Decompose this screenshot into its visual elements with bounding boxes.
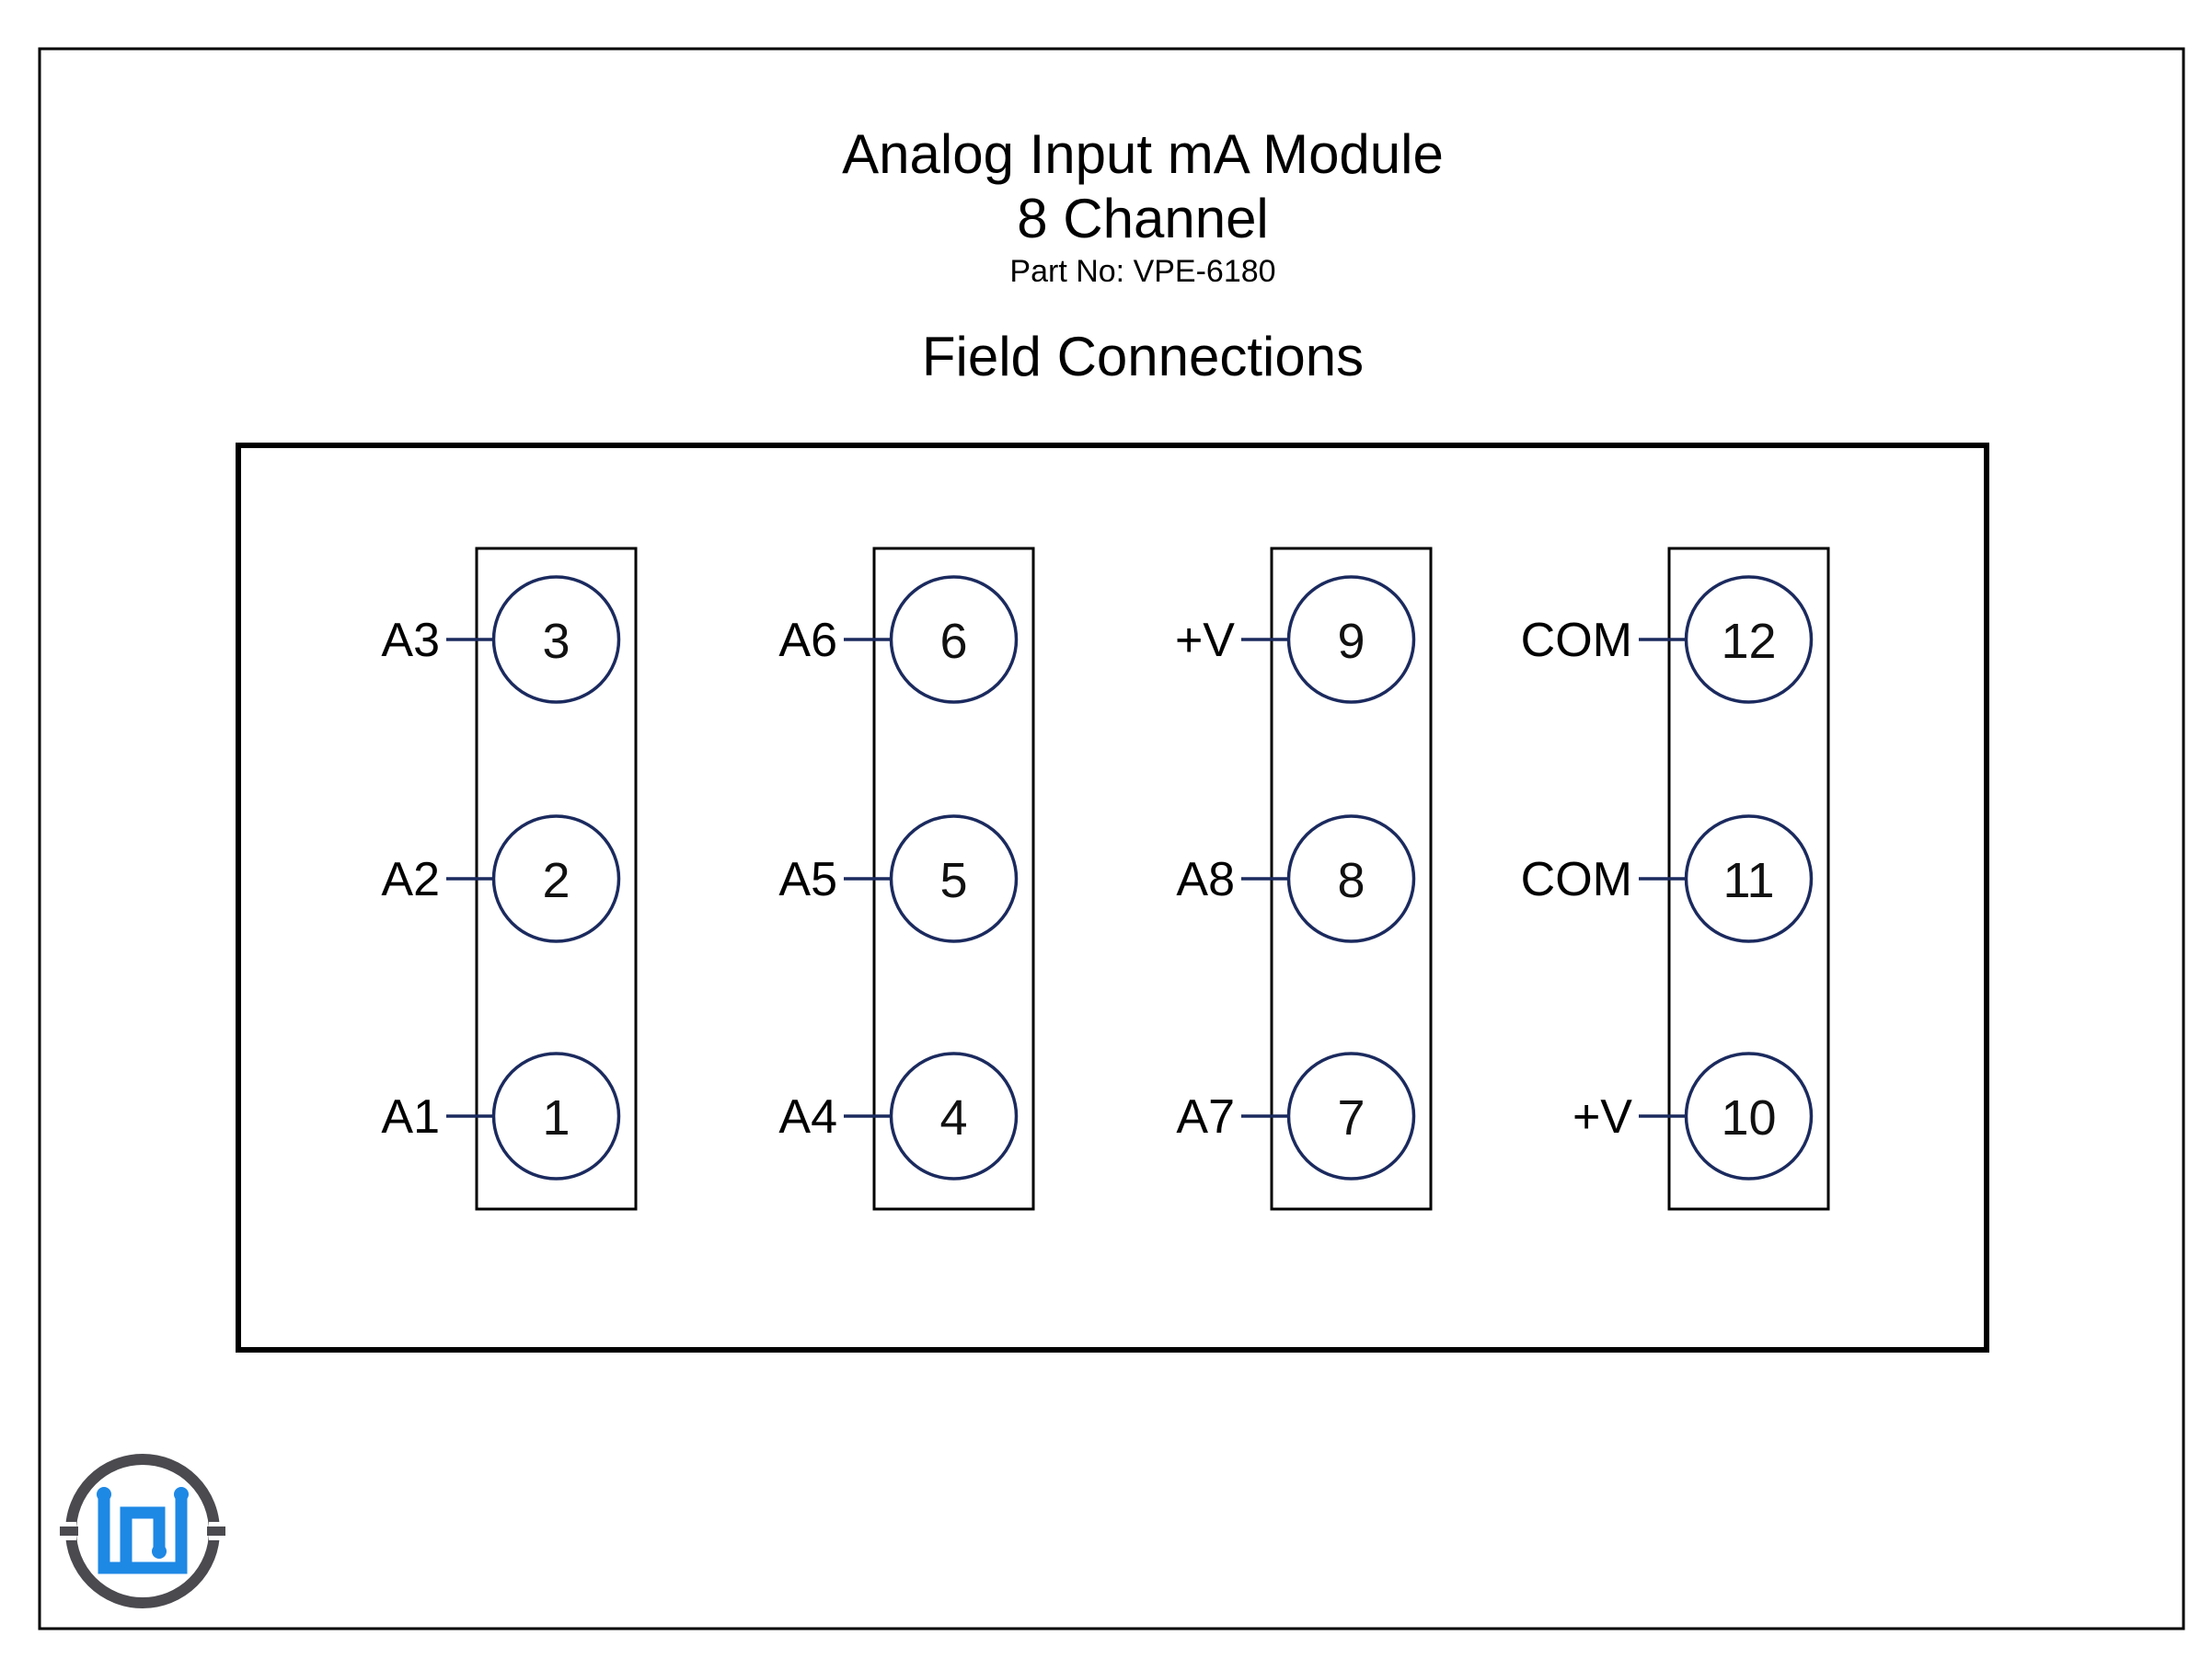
terminal-block-1: 3 A3 2 A2 1 A1 bbox=[381, 547, 638, 1211]
terminal-screw-12 bbox=[1684, 575, 1814, 704]
terminal-screw-9 bbox=[1286, 575, 1416, 704]
terminal-block-3: 9 +V 8 A8 7 A7 bbox=[1175, 547, 1433, 1211]
terminal-number: 2 bbox=[542, 853, 570, 908]
terminal-label: COM bbox=[1521, 853, 1632, 906]
logo-node-right bbox=[174, 1487, 189, 1502]
terminal-label: A6 bbox=[778, 614, 837, 667]
terminal-label: +V bbox=[1573, 1090, 1632, 1144]
terminal-number: 3 bbox=[542, 614, 570, 669]
terminal-screw-6 bbox=[889, 575, 1019, 704]
terminal-screw-1 bbox=[491, 1052, 621, 1181]
terminal-label: A7 bbox=[1176, 1090, 1235, 1144]
terminal-screw-4 bbox=[889, 1052, 1019, 1181]
terminal-screw-3 bbox=[491, 575, 621, 704]
terminal-screw-10 bbox=[1684, 1052, 1814, 1181]
terminal-number: 5 bbox=[939, 853, 967, 908]
module-enclosure bbox=[236, 443, 1989, 1353]
logo-ring bbox=[65, 1454, 220, 1608]
terminal-label: COM bbox=[1521, 614, 1632, 667]
terminal-label: A3 bbox=[381, 614, 440, 667]
terminal-screw-8 bbox=[1286, 814, 1416, 943]
terminal-number: 1 bbox=[542, 1090, 570, 1146]
terminal-label: A2 bbox=[381, 853, 440, 906]
terminal-number: 11 bbox=[1722, 853, 1774, 908]
terminal-label: A5 bbox=[778, 853, 837, 906]
terminal-label: A4 bbox=[778, 1090, 837, 1144]
logo-circuit bbox=[98, 1490, 188, 1574]
terminal-screw-11 bbox=[1684, 814, 1814, 943]
title-line-1: Analog Input mA Module bbox=[842, 123, 1444, 185]
section-title: Field Connections bbox=[922, 326, 1364, 387]
terminal-number: 10 bbox=[1721, 1090, 1776, 1146]
terminal-screw-2 bbox=[491, 814, 621, 943]
terminal-label: A8 bbox=[1176, 853, 1235, 906]
logo-node-center bbox=[152, 1544, 167, 1559]
terminal-number: 4 bbox=[939, 1090, 967, 1146]
logo-node-left bbox=[97, 1487, 111, 1502]
terminal-number: 9 bbox=[1337, 614, 1365, 669]
terminal-blocks: 3A32A21A16A65A54A49+V8A87A712COM11COM10+… bbox=[381, 547, 1830, 1211]
company-logo-icon bbox=[58, 1454, 227, 1608]
terminal-number: 12 bbox=[1721, 614, 1776, 669]
terminal-label: A1 bbox=[381, 1090, 440, 1144]
terminal-number: 6 bbox=[939, 614, 967, 669]
terminal-number: 8 bbox=[1337, 853, 1365, 908]
title-line-2: 8 Channel bbox=[1017, 188, 1269, 249]
part-number: Part No: VPE-6180 bbox=[1009, 254, 1275, 289]
page-frame bbox=[38, 47, 2185, 1630]
terminal-screw-5 bbox=[889, 814, 1019, 943]
terminal-label: +V bbox=[1175, 614, 1235, 667]
terminal-number: 7 bbox=[1337, 1090, 1365, 1146]
terminal-block-2: 6 A6 5 A5 4 A4 bbox=[778, 547, 1035, 1211]
terminal-screw-7 bbox=[1286, 1052, 1416, 1181]
